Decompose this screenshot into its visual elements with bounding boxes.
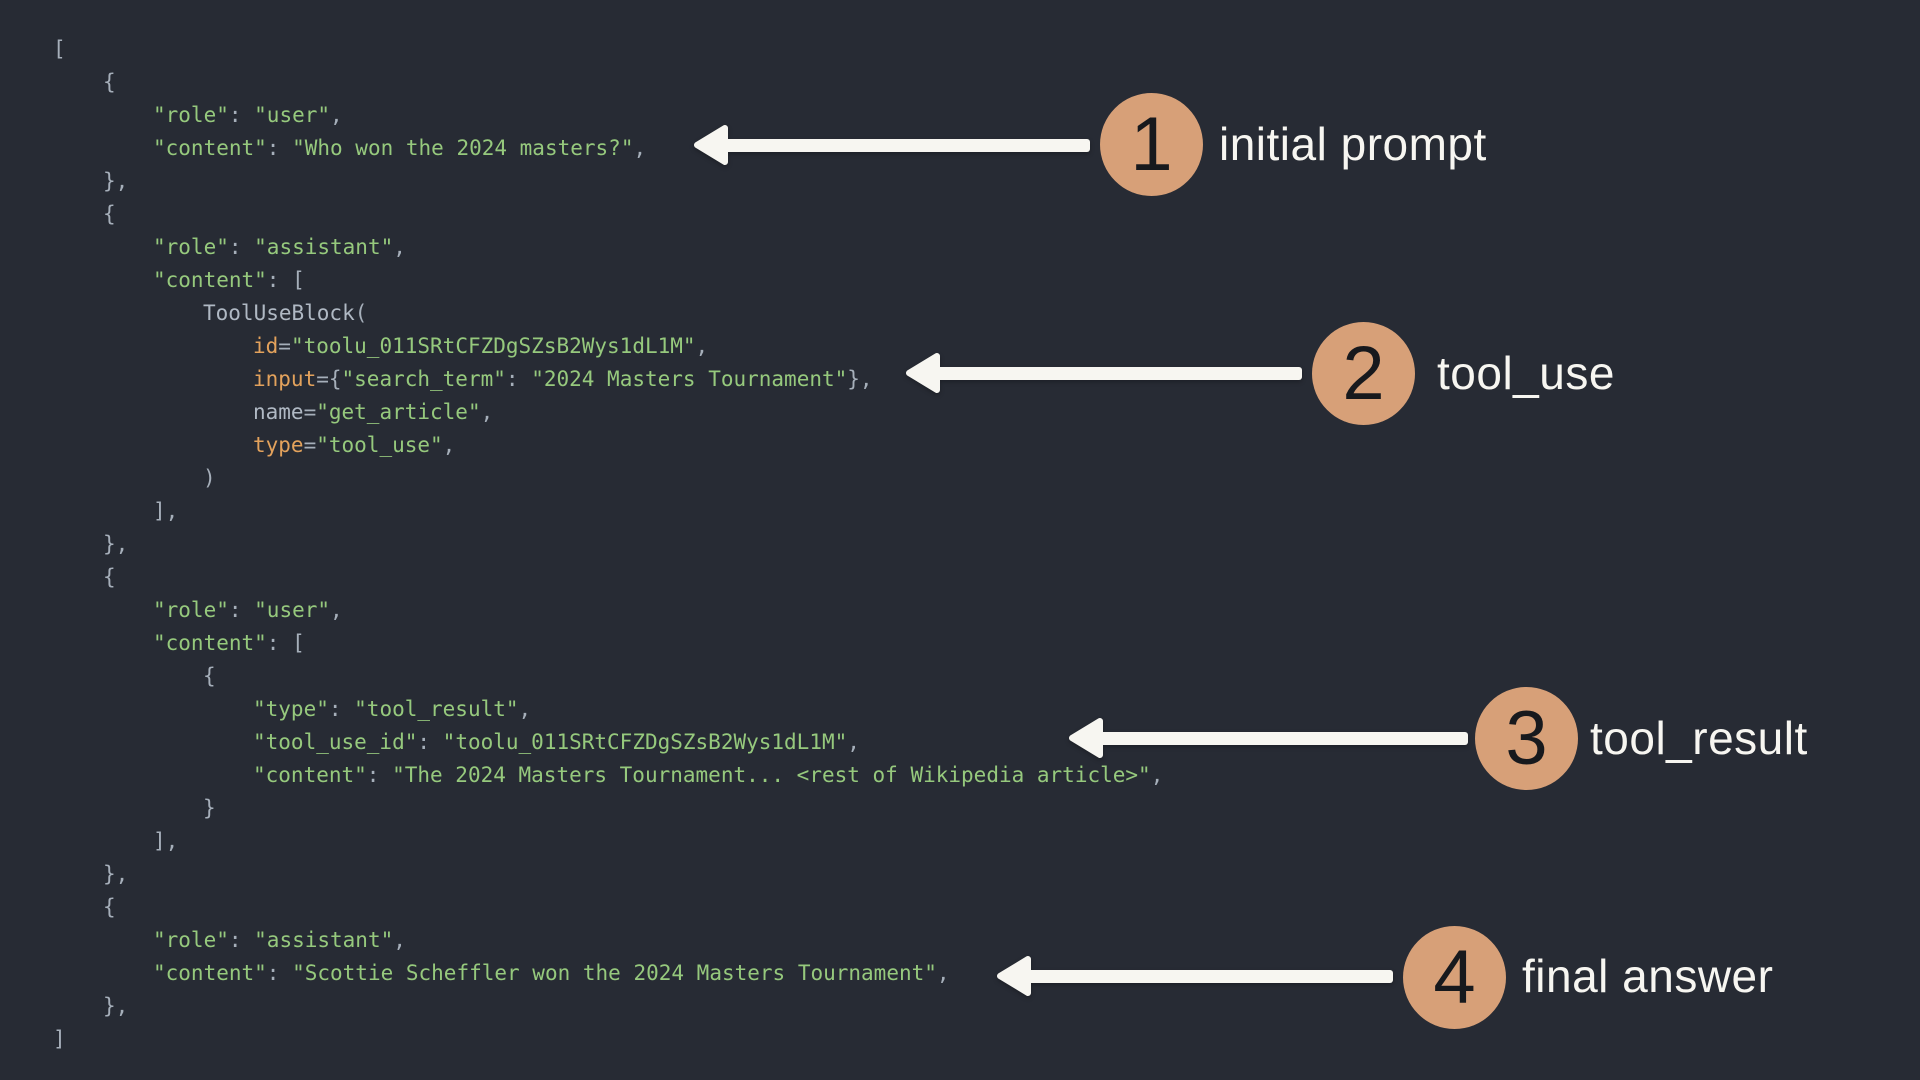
annotation-number: 4 — [1433, 935, 1476, 1020]
code-line: "role": "user", — [153, 598, 343, 622]
code-line: "content": "The 2024 Masters Tournament.… — [253, 763, 1164, 787]
arrow-left-icon — [692, 121, 1090, 169]
annotation-number-badge: 2 — [1312, 322, 1415, 425]
annotation-label: tool_result — [1590, 711, 1808, 764]
annotation-number: 3 — [1505, 696, 1548, 781]
code-line: "role": "user", — [153, 103, 343, 127]
annotation-number-badge: 3 — [1475, 687, 1578, 790]
arrow-shaft — [722, 139, 1090, 152]
code-line: { — [103, 202, 116, 226]
code-line: [ — [53, 37, 66, 61]
code-block: [ { "role": "user", "content": "Who won the… — [53, 33, 1163, 1056]
code-line: "type": "tool_result", — [253, 697, 532, 721]
code-line: }, — [103, 994, 129, 1018]
code-line: "role": "assistant", — [153, 235, 406, 259]
code-line: ) — [203, 466, 216, 490]
code-line: ], — [153, 499, 179, 523]
annotation-label: final answer — [1522, 949, 1774, 1002]
annotation-number: 2 — [1342, 331, 1385, 416]
code-line: { — [103, 70, 116, 94]
code-line: }, — [103, 169, 129, 193]
arrow-left-icon — [904, 349, 1302, 397]
arrow-shaft — [1025, 970, 1393, 983]
code-line: input={"search_term": "2024 Masters Tour… — [253, 367, 873, 391]
annotation-number-badge: 1 — [1100, 93, 1203, 196]
code-line: "content": "Who won the 2024 masters?", — [153, 136, 647, 160]
annotation-label: tool_use — [1437, 346, 1615, 399]
arrow-shaft — [1097, 732, 1468, 745]
code-line: ] — [53, 1027, 66, 1051]
arrow-shaft — [934, 367, 1302, 380]
code-line: "content": "Scottie Scheffler won the 20… — [153, 961, 950, 985]
code-line: "content": [ — [153, 631, 305, 655]
code-line: }, — [103, 532, 129, 556]
code-line: ToolUseBlock( — [203, 301, 368, 325]
code-line: { — [103, 565, 116, 589]
code-line: id="toolu_011SRtCFZDgSZsB2Wys1dL1M", — [253, 334, 709, 358]
code-line: "content": [ — [153, 268, 305, 292]
code-line: "role": "assistant", — [153, 928, 406, 952]
code-line: type="tool_use", — [253, 433, 456, 457]
code-line: { — [103, 895, 116, 919]
annotation-label: initial prompt — [1219, 117, 1487, 170]
code-line: ], — [153, 829, 179, 853]
annotation-number: 1 — [1130, 102, 1173, 187]
code-line: "tool_use_id": "toolu_011SRtCFZDgSZsB2Wy… — [253, 730, 860, 754]
arrow-left-icon — [995, 952, 1393, 1000]
code-line: { — [203, 664, 216, 688]
code-line: }, — [103, 862, 129, 886]
arrow-left-icon — [1067, 714, 1468, 762]
code-line: } — [203, 796, 216, 820]
code-line: name="get_article", — [253, 400, 494, 424]
annotation-number-badge: 4 — [1403, 926, 1506, 1029]
